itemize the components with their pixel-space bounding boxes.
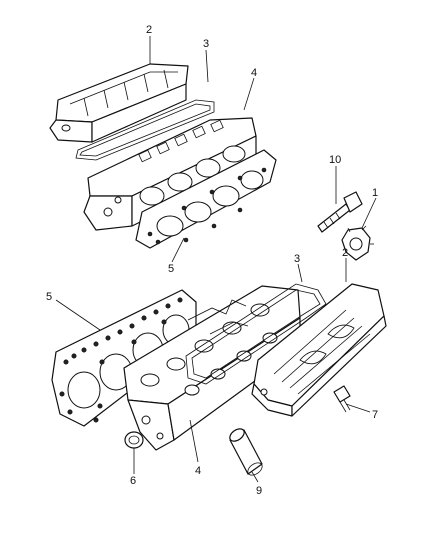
sprocket-gear — [341, 225, 374, 261]
callout-6: 6 — [130, 475, 136, 487]
valve-cover-upper — [49, 63, 189, 143]
head-gasket-lower — [51, 289, 197, 427]
sleeve-dowel — [229, 428, 263, 476]
valve-cover-gasket-lower — [185, 283, 327, 385]
callout-5-upper: 5 — [168, 263, 174, 275]
leader-lines — [55, 36, 377, 483]
callout-5-lower: 5 — [46, 291, 52, 303]
callout-2-upper: 2 — [146, 24, 152, 36]
callout-3-lower: 3 — [294, 253, 300, 265]
head-bolt — [317, 191, 363, 233]
callout-4-upper: 4 — [251, 67, 257, 79]
callout-10: 10 — [329, 154, 341, 166]
cover-bolt — [333, 385, 351, 413]
core-plug — [124, 431, 144, 449]
callout-1: 1 — [372, 187, 378, 199]
callout-7: 7 — [372, 409, 378, 421]
callout-3-upper: 3 — [203, 38, 209, 50]
callout-2-lower: 2 — [342, 247, 348, 259]
head-gasket-upper — [135, 149, 277, 249]
callout-9: 9 — [256, 485, 262, 497]
valve-cover-gasket-upper — [75, 99, 215, 161]
valve-cover-lower — [251, 283, 387, 417]
callout-4-lower: 4 — [195, 465, 201, 477]
